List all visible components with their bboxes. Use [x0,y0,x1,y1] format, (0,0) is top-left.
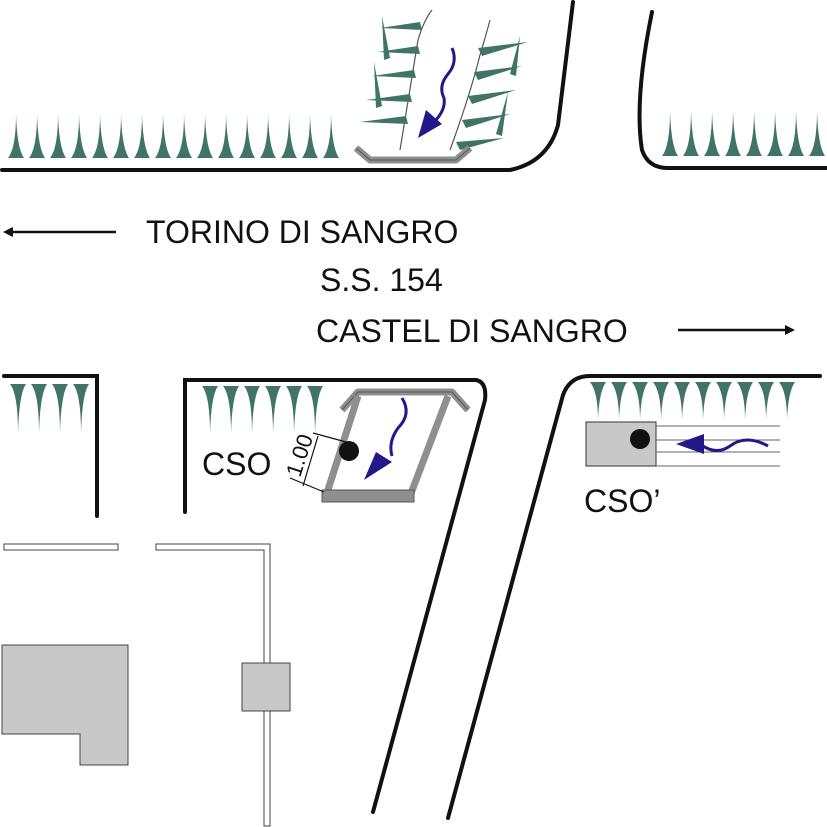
grass-spike [218,114,234,158]
road-edge-north-west [0,0,575,172]
flow-arrow-north [432,47,456,124]
grass-spike [260,114,276,158]
dimension-line [289,432,347,493]
vegetation-north-left [8,114,339,158]
flow-arrow-cso [389,397,408,457]
cso-prime-point [630,429,650,449]
grass-spike [302,114,318,158]
road-edge-south-left-stub [2,374,99,518]
grass-spike [704,110,720,156]
road-edge-north-east [637,10,827,170]
grass-spike [197,114,213,158]
cso-label: CSO [202,446,271,482]
grass-spike [281,114,297,158]
grass-spike [758,382,774,420]
grass-spike [674,382,690,420]
grass-spike [71,114,87,158]
grass-spike [10,384,26,434]
building-small [241,662,291,712]
vegetation-south-left [10,384,89,434]
grass-spike [239,114,255,158]
channel-bank-right [449,19,491,151]
grate-cso-bottom [321,489,415,503]
grass-spike [737,382,753,420]
grass-spike [725,110,741,156]
grass-spike [29,114,45,158]
grass-spike [244,386,260,434]
grass-spike [52,384,68,434]
grass-spike [202,386,218,434]
grass-spike [746,110,762,156]
grass-spike [716,382,732,420]
grass-spike [155,114,171,158]
path-horizontal-left [3,543,119,551]
grate-north-outline [355,147,471,161]
vegetation-north-right [662,110,825,156]
vegetation-channel-left [360,16,422,124]
cso-prime-structure [585,421,780,467]
grass-spike [176,114,192,158]
flow-arrow-cso-prime-head [676,434,704,454]
grass-spike [8,114,24,158]
cso-structure: 1.00 [281,388,471,503]
vegetation-south-right [590,382,795,420]
grass-spike [590,382,606,420]
grass-spike [286,386,302,434]
grass-spike [134,114,150,158]
grass-spike [632,382,648,420]
grass-spike [73,384,89,434]
grass-spike [265,386,281,434]
path-corner [155,543,271,827]
grass-spike [695,382,711,420]
grass-spike [767,110,783,156]
west-destination-label: TORINO DI SANGRO [146,214,458,250]
building-l-shaped [1,644,129,766]
dimension-label: 1.00 [281,431,318,479]
grass-spike [611,382,627,420]
grass-spike [307,386,323,434]
grass-spike [113,114,129,158]
grass-spike [223,386,239,434]
grass-spike [50,114,66,158]
cso-prime-label: CSO’ [584,483,660,519]
cso-prime-pipe [656,425,780,467]
road-edge-south-middle [183,378,488,814]
vegetation-south-middle [202,386,323,434]
cso-point [339,441,359,461]
grass-spike [809,110,825,156]
road-edge-south-east [446,374,822,820]
grass-spike [92,114,108,158]
grass-spike [662,110,678,156]
grass-spike [683,110,699,156]
grass-spike [653,382,669,420]
east-destination-label: CASTEL DI SANGRO [316,313,628,349]
flow-arrow-north-head [418,110,442,138]
south-structures [1,543,291,827]
road-name-label: S.S. 154 [320,262,443,298]
grass-spike [779,382,795,420]
flow-arrow-cso-head [364,452,392,480]
grass-spike [31,384,47,434]
grate-north [353,145,473,164]
vegetation-channel-right [456,36,528,150]
north-channel [353,9,528,164]
flow-arrow-cso-prime [699,438,769,452]
grass-spike [788,110,804,156]
grass-spike [323,114,339,158]
